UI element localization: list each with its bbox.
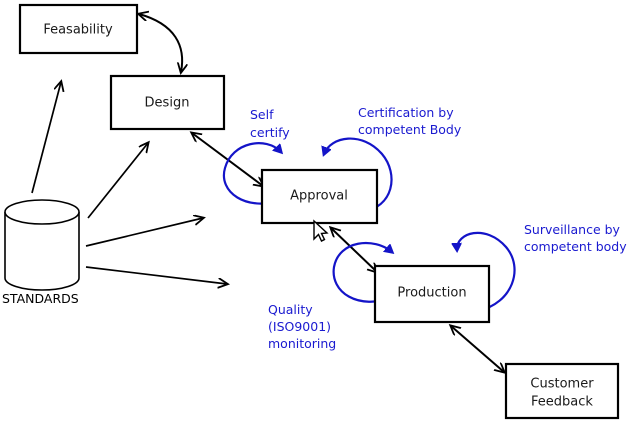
annotation-self-certify-line1: Self: [250, 107, 274, 122]
node-standards-label: STANDARDS: [2, 291, 79, 306]
flow-production-customer-feedback: [451, 326, 504, 372]
cylinder-body: [4, 212, 80, 291]
node-design-box: [109, 74, 226, 131]
annotation-surveillance-line1: Surveillance by: [524, 222, 621, 237]
node-design[interactable]: Design: [109, 74, 226, 131]
flow-standards-to-design: [87, 143, 148, 219]
flow-standards-to-feasability: [31, 82, 61, 194]
node-standards[interactable]: STANDARDS: [2, 199, 80, 306]
flow-approval-production: [331, 228, 377, 272]
node-customer-feedback-box: [504, 362, 620, 420]
annotation-quality-line2: (ISO9001): [268, 319, 331, 334]
node-approval-box: [260, 168, 379, 225]
annotation-certification-competent-body: Certification by competent Body: [358, 105, 462, 137]
annotation-self-certify: Self certify: [250, 107, 290, 140]
annotation-certification-line2: competent Body: [358, 122, 462, 137]
annotation-self-certify-line2: certify: [250, 125, 290, 140]
node-approval-label: Approval: [290, 189, 348, 204]
node-customer-feedback-label-line1: Customer: [530, 377, 594, 392]
node-customer-feedback[interactable]: Customer Feedback: [504, 362, 620, 420]
annotation-quality-monitoring: Quality (ISO9001) monitoring: [268, 302, 336, 351]
annotation-surveillance-line2: competent body: [524, 239, 627, 254]
cylinder-top: [4, 199, 80, 225]
node-feasability-box: [18, 3, 139, 55]
flow-standards-to-approval-area: [85, 218, 203, 247]
annotation-certification-line1: Certification by: [358, 105, 454, 120]
node-approval[interactable]: Approval: [260, 168, 379, 225]
node-design-label: Design: [145, 96, 190, 111]
annotation-quality-line1: Quality: [268, 302, 313, 317]
loop-production-surveillance: [457, 231, 516, 313]
annotation-quality-line3: monitoring: [268, 336, 336, 351]
node-production-box: [373, 264, 491, 324]
node-feasability[interactable]: Feasability: [18, 3, 139, 55]
annotation-surveillance-competent-body: Surveillance by competent body: [524, 222, 627, 254]
mouse-cursor-icon: [313, 219, 329, 242]
loop-approval-self-certify: [222, 142, 282, 205]
flow-feasability-design: [139, 14, 182, 72]
node-feasability-label: Feasability: [43, 23, 113, 38]
loop-approval-certification: [324, 137, 393, 214]
node-customer-feedback-label-line2: Feedback: [531, 395, 593, 410]
node-production[interactable]: Production: [373, 264, 491, 324]
node-production-label: Production: [397, 286, 466, 301]
flow-standards-to-production-area: [85, 266, 227, 284]
loop-production-quality: [332, 241, 395, 303]
